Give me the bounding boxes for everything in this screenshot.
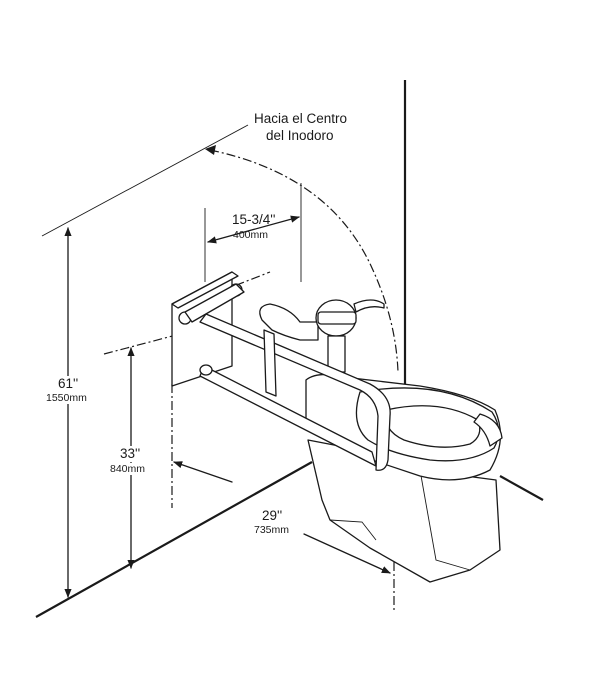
swing-arc: [209, 149, 399, 373]
label-toward-center-line2: del Inodoro: [266, 128, 334, 143]
room-walls: [35, 80, 544, 618]
dimension-height-total: [41, 124, 249, 598]
label-height-bar-mm: 840mm: [108, 463, 148, 476]
label-offset-inches: 15-3/4'': [232, 212, 276, 227]
label-offset-mm: 400mm: [233, 229, 269, 241]
dimension-length: [171, 384, 395, 612]
swing-arc-arrow: [205, 145, 216, 155]
label-length-inches: 29'': [262, 508, 283, 523]
label-height-bar-inches: 33'': [118, 446, 143, 462]
dimension-offset: [187, 183, 302, 305]
label-length-mm: 735mm: [254, 524, 290, 536]
label-height-total-inches: 61'': [56, 376, 81, 392]
grab-bar: [171, 271, 391, 471]
label-height-total-mm: 1550mm: [44, 392, 89, 405]
label-toward-center-line1: Hacia el Centro: [254, 111, 348, 126]
